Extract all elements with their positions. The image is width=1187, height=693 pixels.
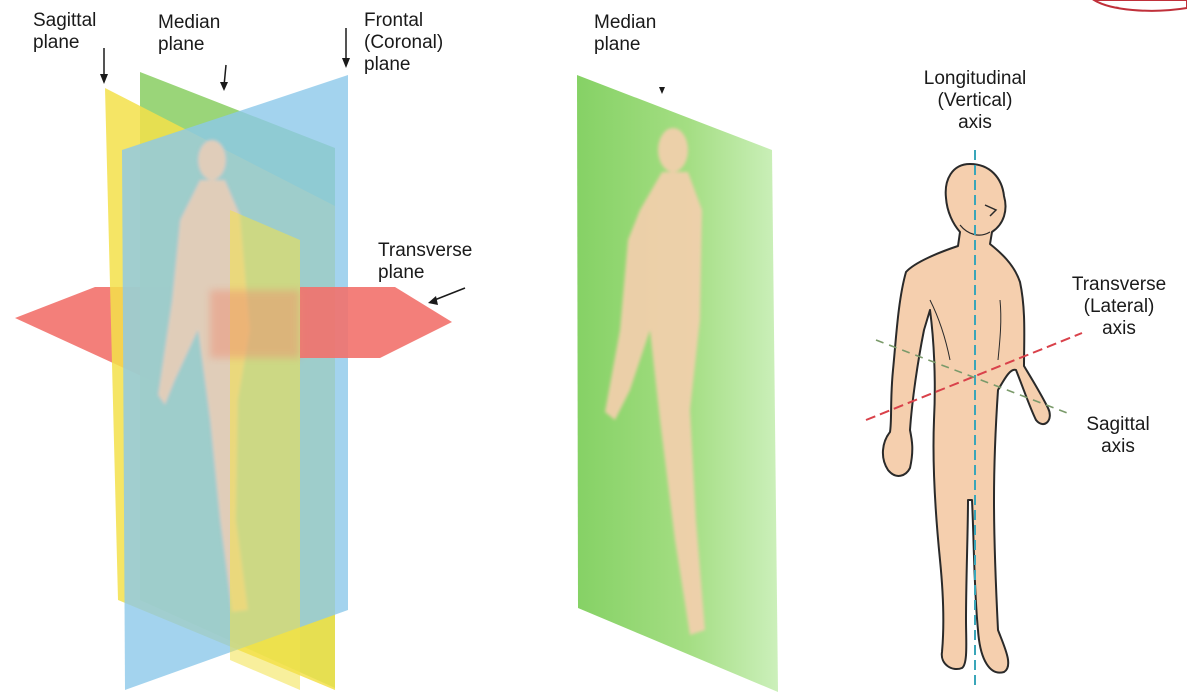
sagittal-axis-label: Sagittal axis [1068,414,1168,458]
corner-logo-fragment: ~~~ [1094,0,1187,11]
transverse-plane-front [300,287,452,358]
right-body-outline [883,164,1050,673]
median-plane-label-left: Median plane [158,12,220,56]
transverse-axis-label: Transverse (Lateral) axis [1054,274,1184,340]
left-planes-figure [15,28,465,690]
median-plane-label-middle: Median plane [594,12,656,56]
frontal-plane-label: Frontal (Coronal) plane [364,10,443,76]
sagittal-plane-label: Sagittal plane [33,10,96,54]
axes-figure [866,150,1082,690]
svg-text:~~~: ~~~ [1110,5,1119,11]
median-plane-figure [577,75,778,692]
longitudinal-axis-label: Longitudinal (Vertical) axis [902,68,1048,134]
transverse-plane-label: Transverse plane [378,240,472,284]
